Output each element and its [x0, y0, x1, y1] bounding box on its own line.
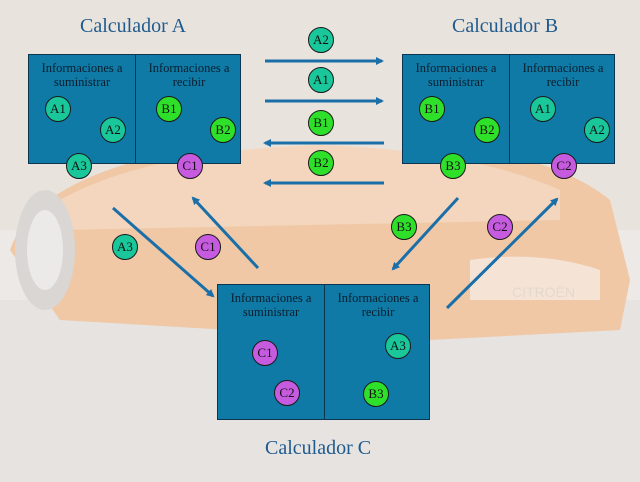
transfer-b1-label: B1 [308, 110, 334, 136]
node-c2: C2 [274, 380, 300, 406]
transfer-b2-label: B2 [308, 150, 334, 176]
arrow-b-to-c [391, 196, 460, 271]
node-b3: B3 [363, 381, 389, 407]
node-c1: C1 [252, 340, 278, 366]
column-divider [324, 285, 325, 419]
node-a2: A2 [100, 117, 126, 143]
calculator-b-box: Informaciones a suministrar Informacione… [402, 54, 615, 179]
node-a1: A1 [530, 96, 556, 122]
transfer-a1-label: A1 [308, 67, 334, 93]
node-b2: B2 [474, 117, 500, 143]
receive-header: Informaciones a recibir [522, 61, 604, 89]
node-a1: A1 [45, 96, 71, 122]
node-a2: A2 [584, 117, 610, 143]
node-a3: A3 [66, 153, 92, 179]
arrow-c-to-b [445, 197, 559, 310]
calculator-c-box: Informaciones a suministrar Informacione… [217, 284, 430, 420]
calculator-a-title: Calculador A [80, 15, 187, 37]
transfer-a2-label: A2 [308, 27, 334, 53]
supply-header: Informaciones a suministrar [230, 291, 312, 319]
transfer-c2-label: C2 [487, 214, 513, 240]
column-divider [135, 55, 136, 163]
supply-header: Informaciones a suministrar [41, 61, 123, 89]
node-b3: B3 [440, 153, 466, 179]
transfer-b3-label: B3 [391, 214, 417, 240]
arrow-a-to-c [112, 206, 215, 298]
node-c2: C2 [551, 153, 577, 179]
node-b1: B1 [156, 96, 182, 122]
node-a3: A3 [385, 333, 411, 359]
supply-header: Informaciones a suministrar [415, 61, 497, 89]
calculator-c-title: Calculador C [265, 437, 372, 459]
svg-text:CITROËN: CITROËN [512, 284, 575, 300]
node-b1: B1 [419, 96, 445, 122]
calculator-b-title: Calculador B [452, 15, 559, 37]
node-c1: C1 [177, 153, 203, 179]
node-b2: B2 [210, 117, 236, 143]
receive-header: Informaciones a recibir [337, 291, 419, 319]
column-divider [509, 55, 510, 163]
arrow-c-to-a [191, 196, 260, 270]
calculator-a-box: Informaciones a suministrar Informacione… [28, 54, 241, 179]
receive-header: Informaciones a recibir [148, 61, 230, 89]
transfer-c1-label: C1 [195, 234, 221, 260]
transfer-a3-label: A3 [112, 234, 138, 260]
